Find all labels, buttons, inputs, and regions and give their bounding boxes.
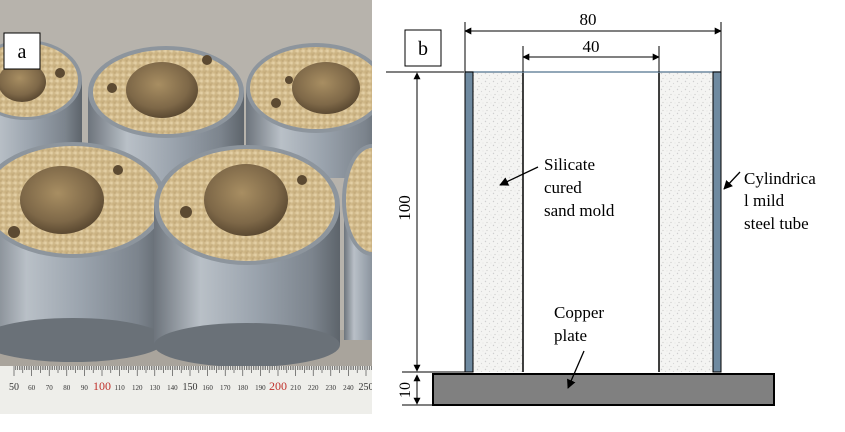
steel-tube-right-wall [712,71,722,373]
ruler-ticks [13,366,372,376]
ruler-number: 160 [202,384,213,392]
ruler-number: 190 [255,384,266,392]
ruler-number: 180 [238,384,249,392]
dim-plate-thickness: 10 [397,382,414,398]
arrow-copper-plate [567,350,585,389]
label-copper-plate-line2: plate [554,326,587,345]
ruler-number: 230 [326,384,337,392]
ruler-number: 220 [308,384,319,392]
ruler-number: 50 [9,382,19,393]
ruler-number: 250 [359,382,373,393]
label-sand-mold-line2: cured [544,178,582,197]
ruler-number: 170 [220,384,231,392]
ruler-number: 140 [167,384,178,392]
steel-tube-left-wall [464,71,474,373]
ruler-number: 100 [93,379,111,393]
ruler-number: 240 [343,384,354,392]
cylinder-front-right-partial [342,144,372,340]
label-steel-tube-line2: l mild [744,191,785,210]
ruler-number: 80 [63,384,71,392]
sand-mold-right-wall [659,72,713,372]
ruler-number: 150 [183,382,198,393]
sand-mold-left-wall [473,72,523,372]
label-steel-tube-line3: steel tube [744,214,809,233]
ruler-number: 120 [132,384,143,392]
panel-a-label: a [18,41,27,63]
ruler-number: 60 [28,384,36,392]
label-copper-plate-line1: Copper [554,303,604,322]
ruler-number: 210 [290,384,301,392]
panel-b-label: b [418,38,428,60]
dim-inner-width: 40 [583,37,600,56]
panel-b-label-box [404,29,442,67]
ruler-number: 110 [114,384,125,392]
ruler-number: 130 [150,384,161,392]
label-steel-tube-line1: Cylindrica [744,169,816,188]
cylinder-front-middle [154,145,340,367]
label-sand-mold-line3: sand mold [544,201,615,220]
dim-outer-width: 80 [580,10,597,29]
mold-cavity [523,72,659,372]
cylinder-front-left [0,142,166,362]
ruler-number: 70 [46,384,54,392]
copper-plate [432,373,775,406]
schematic-drawing: b 80 40 100 10 Silicate cured sand mold … [386,10,816,406]
panel-a-label-box [3,32,41,70]
label-sand-mold-line1: Silicate [544,155,595,174]
arrow-steel-tube [723,171,741,190]
ruler-number: 200 [269,379,287,393]
ruler-number: 90 [81,384,89,392]
arrow-sand-mold [499,166,539,186]
dim-height: 100 [395,195,414,221]
